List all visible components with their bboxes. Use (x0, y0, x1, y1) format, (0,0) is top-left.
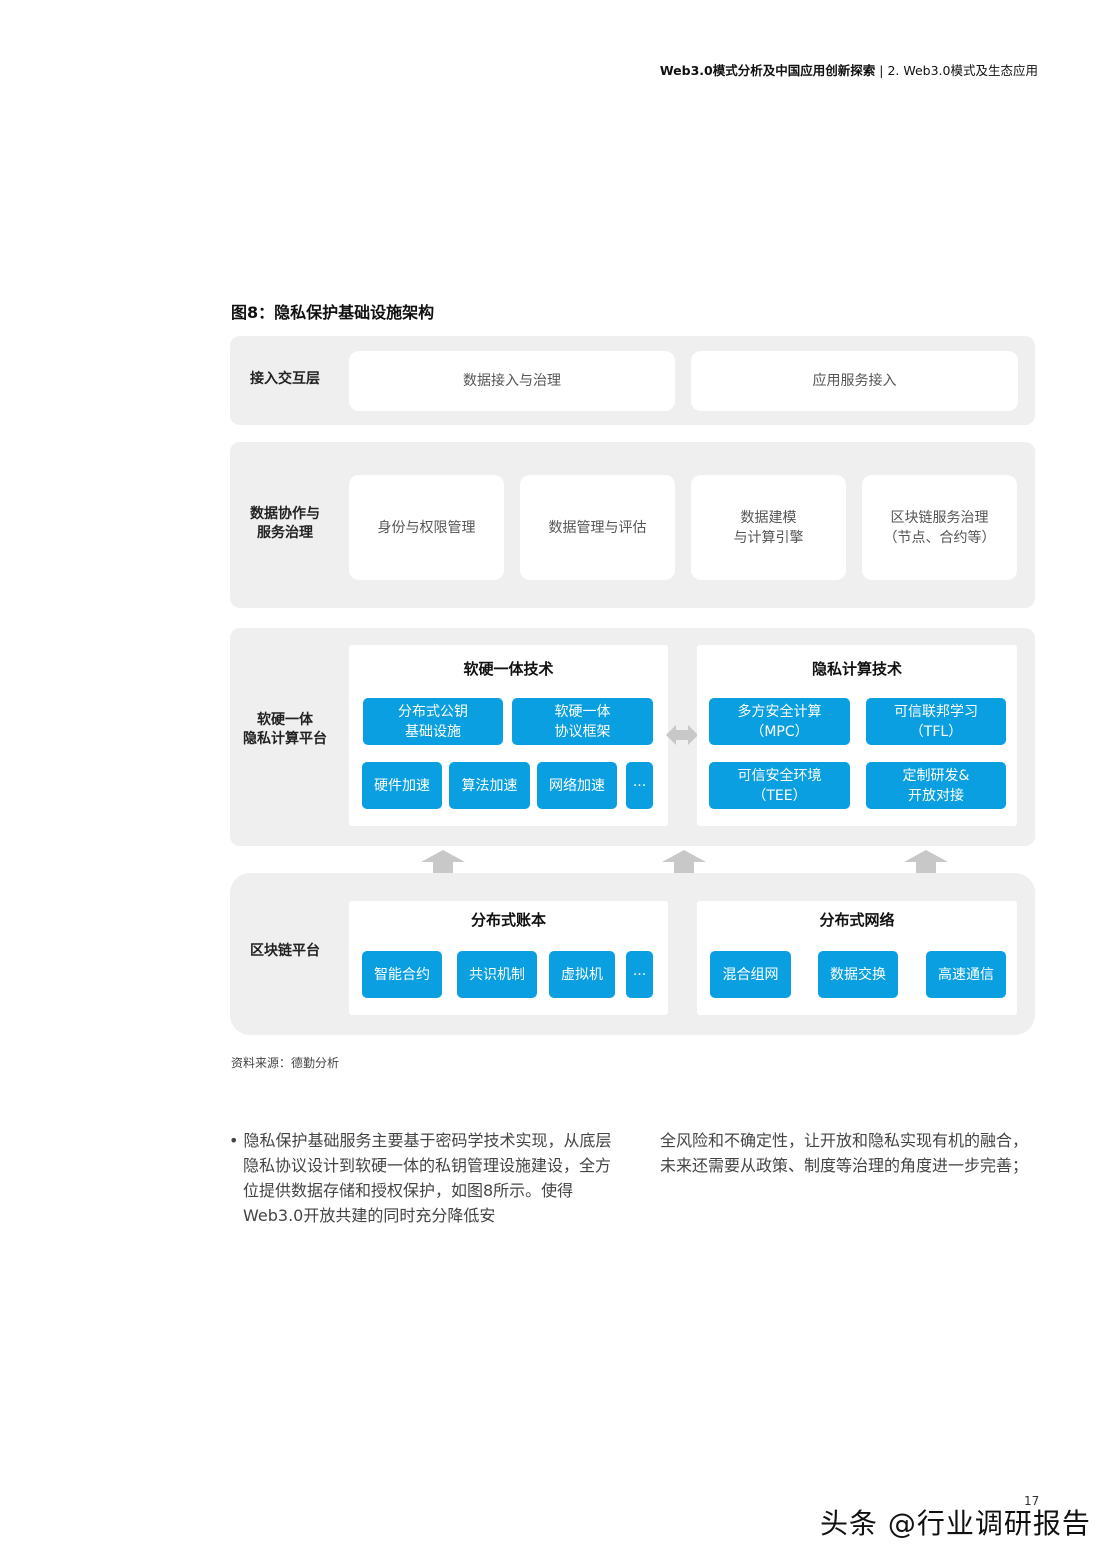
page-number: 17 (1024, 1494, 1040, 1508)
group-title: 分布式网络 (819, 911, 895, 929)
group-network: 分布式网络 混合组网 数据交换 高速通信 (697, 901, 1017, 1015)
item-more: ··· (626, 951, 653, 998)
item-mpc: 多方安全计算 （MPC） (709, 698, 850, 745)
section-title: 2. Web3.0模式及生态应用 (887, 63, 1038, 78)
item-fast-comm: 高速通信 (926, 951, 1006, 998)
watermark: 头条 @行业调研报告 (820, 1507, 1091, 1540)
layer-privacy-platform: 软硬一体 隐私计算平台 软硬一体技术 分布式公钥 基础设施 软硬一体 协议框架 … (230, 628, 1035, 846)
layer-label: 软硬一体 隐私计算平台 (243, 712, 327, 747)
item-tee: 可信安全环境 （TEE） (709, 762, 850, 809)
box-identity: 身份与权限管理 (349, 475, 504, 580)
item-consensus: 共识机制 (457, 951, 537, 998)
body-paragraph-col1: • 隐私保护基础服务主要基于密码学技术实现，从底层隐私协议设计到软硬一体的私钥管… (229, 1131, 612, 1225)
body-paragraph-col2: 全风险和不确定性，让开放和隐私实现有机的融合，未来还需要从政策、制度等治理的角度… (660, 1131, 1029, 1175)
group-title: 软硬一体技术 (463, 660, 554, 678)
group-title: 隐私计算技术 (811, 660, 902, 678)
layer-collaboration: 数据协作与 服务治理 身份与权限管理 数据管理与评估 数据建模 与计算引擎 区块… (230, 442, 1035, 608)
item-smart-contract: 智能合约 (362, 951, 442, 998)
box-modeling: 数据建模 与计算引擎 (691, 475, 846, 580)
layer-label: 区块链平台 (250, 943, 320, 959)
group-title: 分布式账本 (470, 911, 546, 929)
up-arrow-icon (662, 850, 706, 874)
item-data-exchange: 数据交换 (818, 951, 898, 998)
item-pki: 分布式公钥 基础设施 (363, 698, 503, 745)
group-privacy-computing: 隐私计算技术 多方安全计算 （MPC） 可信联邦学习 （TFL） 可信安全环境 … (697, 645, 1017, 826)
item-vm: 虚拟机 (549, 951, 615, 998)
group-ledger: 分布式账本 智能合约 共识机制 虚拟机 ··· (349, 901, 668, 1015)
item-protocol: 软硬一体 协议框架 (512, 698, 653, 745)
item-hybrid-net: 混合组网 (710, 951, 791, 998)
layer-access: 接入交互层 数据接入与治理 应用服务接入 (230, 336, 1035, 425)
figure-title: 图8：隐私保护基础设施架构 (231, 303, 435, 322)
bidirectional-arrow-icon (666, 725, 698, 745)
doc-title: Web3.0模式分析及中国应用创新探索 (659, 63, 876, 78)
item-hw-accel: 硬件加速 (362, 762, 442, 809)
box-chain-governance: 区块链服务治理 （节点、合约等） (862, 475, 1017, 580)
box-data-access: 数据接入与治理 (349, 351, 675, 411)
up-arrow-icon (904, 850, 948, 874)
layer-label: 接入交互层 (250, 371, 320, 387)
header-separator: | (879, 63, 884, 78)
item-custom: 定制研发& 开放对接 (866, 762, 1006, 809)
item-more: ··· (626, 762, 653, 809)
item-tfl: 可信联邦学习 （TFL） (866, 698, 1006, 745)
item-net-accel: 网络加速 (537, 762, 617, 809)
layer-blockchain: 区块链平台 分布式账本 智能合约 共识机制 虚拟机 ··· 分布式网络 混合组网… (230, 873, 1035, 1035)
box-data-mgmt: 数据管理与评估 (520, 475, 675, 580)
box-app-service: 应用服务接入 (691, 351, 1018, 411)
group-hw-sw: 软硬一体技术 分布式公钥 基础设施 软硬一体 协议框架 硬件加速 算法加速 网络… (349, 645, 668, 826)
layer-label: 数据协作与 服务治理 (250, 506, 320, 541)
up-arrow-icon (421, 850, 465, 874)
running-header: Web3.0模式分析及中国应用创新探索 | 2. Web3.0模式及生态应用 (660, 60, 1038, 79)
item-algo-accel: 算法加速 (449, 762, 530, 809)
figure-source: 资料来源：德勤分析 (231, 1056, 340, 1070)
